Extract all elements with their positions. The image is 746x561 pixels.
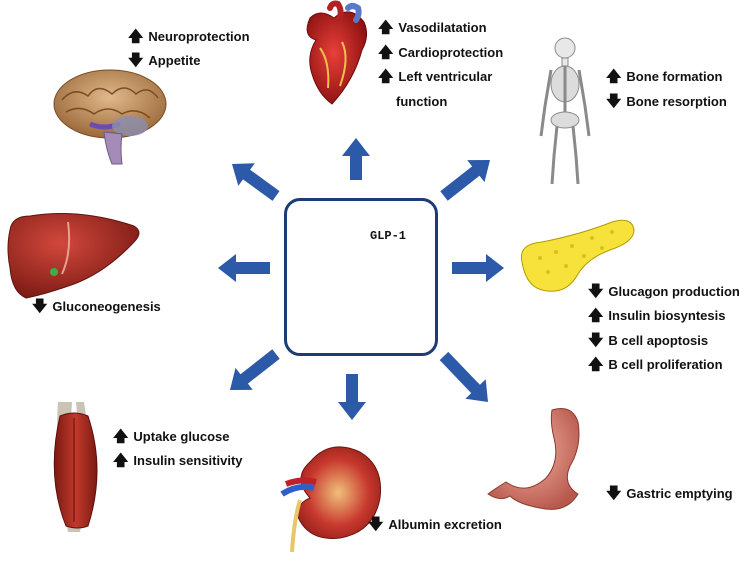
down-arrow-icon: 🡇 <box>128 52 144 69</box>
bone-effect-1: 🡅Bone formation <box>606 68 723 85</box>
down-arrow-icon: 🡇 <box>588 332 604 349</box>
arrow-to-pancreas <box>452 254 504 282</box>
bone-effect-2: 🡇Bone resorption <box>606 93 727 110</box>
stomach-effect-1: 🡇Gastric emptying <box>606 485 733 502</box>
arrows <box>218 138 504 420</box>
pancreas-effect-1: 🡇Glucagon production <box>588 283 740 300</box>
glp1-center-box <box>284 198 438 356</box>
pancreas-effect-4: 🡅B cell proliferation <box>588 356 723 373</box>
arrow-to-kidney <box>338 374 366 420</box>
heart-effect-3: 🡅Left ventricular <box>378 68 493 85</box>
stomach-icon <box>487 408 580 510</box>
heart-effect-1: 🡅Vasodilatation <box>378 19 487 36</box>
skeleton-icon <box>539 37 591 185</box>
up-arrow-icon: 🡅 <box>378 19 394 36</box>
kidney-icon <box>280 446 382 553</box>
heart-effect-3-continuation: function <box>396 94 448 109</box>
pancreas-effect-3: 🡇B cell apoptosis <box>588 332 709 349</box>
up-arrow-icon: 🡅 <box>588 356 604 373</box>
kidney-effect-1: 🡇Albumin excretion <box>368 516 502 533</box>
up-arrow-icon: 🡅 <box>606 68 622 85</box>
glp1-label: GLP-1 <box>370 229 407 243</box>
liver-icon <box>7 213 140 299</box>
arrow-to-muscle <box>230 349 280 390</box>
arrow-to-brain <box>232 163 280 201</box>
liver-effect-1: 🡇Gluconeogenesis <box>32 298 161 315</box>
arrow-to-liver <box>218 254 270 282</box>
muscle-effect-1: 🡅Uptake glucose <box>113 428 230 445</box>
arrow-to-heart <box>342 138 370 180</box>
arrow-to-stomach <box>439 351 488 402</box>
muscle-effect-2: 🡅Insulin sensitivity <box>113 452 243 469</box>
down-arrow-icon: 🡇 <box>368 516 384 533</box>
down-arrow-icon: 🡇 <box>606 93 622 110</box>
brain-effect-2: 🡇Appetite <box>128 52 201 69</box>
brain-icon <box>53 69 167 165</box>
up-arrow-icon: 🡅 <box>378 68 394 85</box>
up-arrow-icon: 🡅 <box>588 307 604 324</box>
up-arrow-icon: 🡅 <box>378 44 394 61</box>
pancreas-effect-2: 🡅Insulin biosyntesis <box>588 307 726 324</box>
down-arrow-icon: 🡇 <box>606 485 622 502</box>
up-arrow-icon: 🡅 <box>128 28 144 45</box>
heart-effect-2: 🡅Cardioprotection <box>378 44 504 61</box>
brain-effect-1: 🡅Neuroprotection <box>128 28 250 45</box>
arrow-to-bone <box>440 160 490 201</box>
heart-icon <box>306 0 368 105</box>
pancreas-icon <box>520 219 635 292</box>
up-arrow-icon: 🡅 <box>113 428 129 445</box>
down-arrow-icon: 🡇 <box>32 298 48 315</box>
down-arrow-icon: 🡇 <box>588 283 604 300</box>
up-arrow-icon: 🡅 <box>113 452 129 469</box>
muscle-icon <box>53 402 98 532</box>
